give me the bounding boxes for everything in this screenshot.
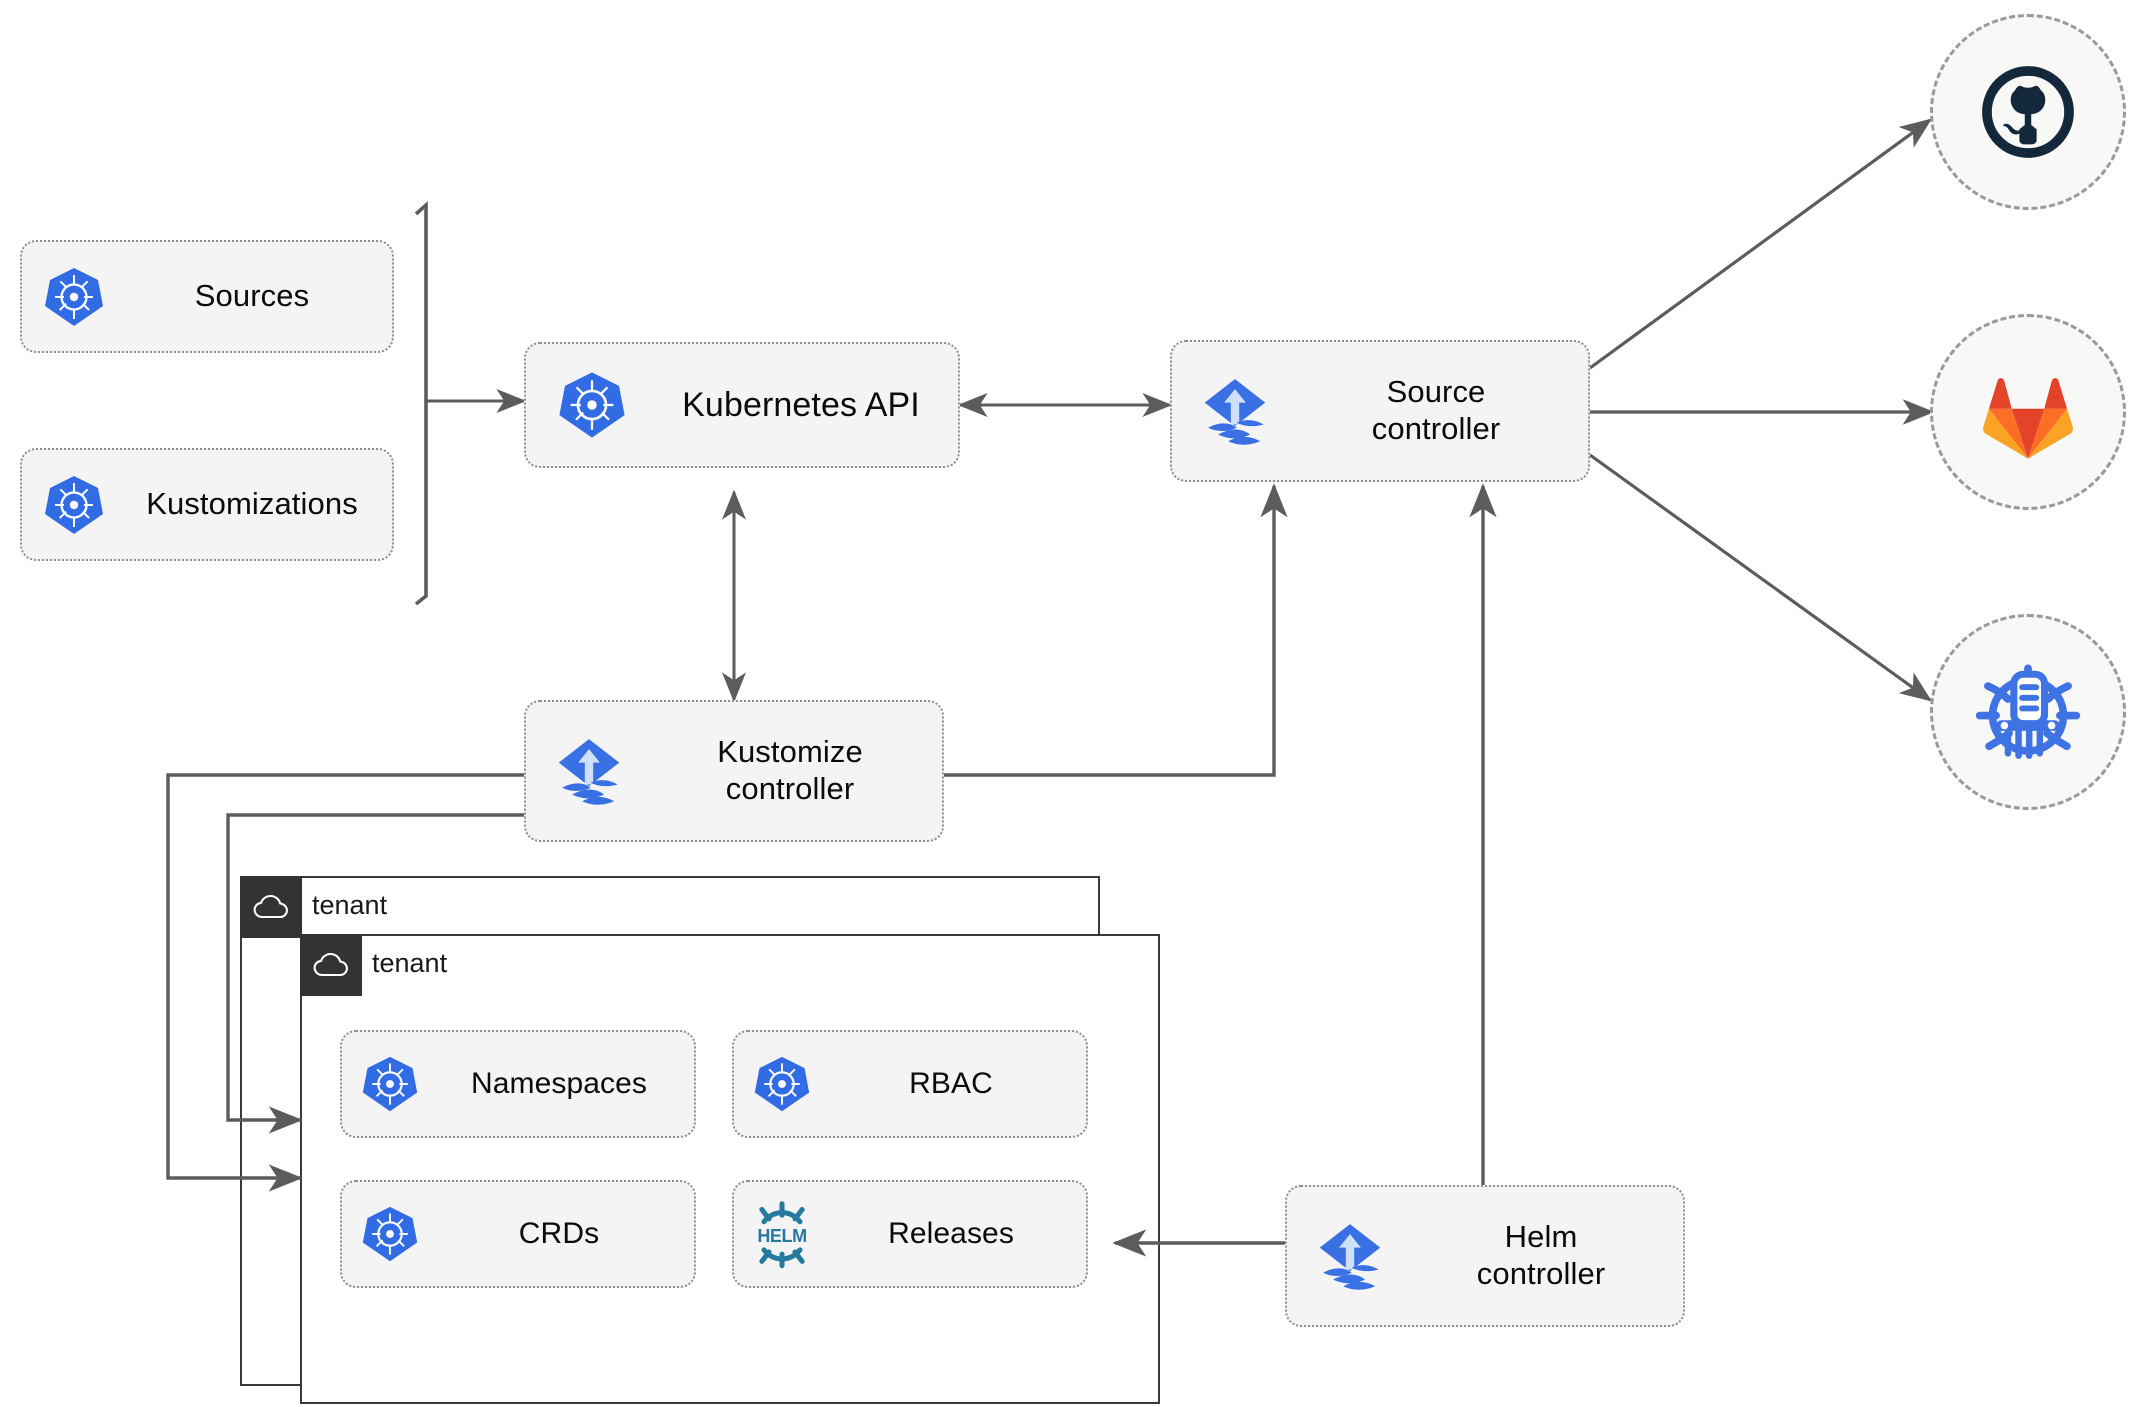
svg-text:HELM: HELM [757, 1226, 806, 1246]
node-label: Source controller [1371, 374, 1501, 446]
gitlab-icon [1983, 378, 2073, 459]
cloud-icon [300, 934, 362, 996]
node-label: Releases [888, 1217, 1014, 1251]
node-namespaces[interactable]: Namespaces [340, 1030, 696, 1138]
flux-icon [526, 729, 652, 813]
node-helm-controller[interactable]: Helm controller [1285, 1185, 1685, 1327]
flux-icon [1287, 1214, 1413, 1298]
tenant-label: tenant [372, 948, 448, 978]
node-kustomize-controller[interactable]: Kustomize controller [524, 700, 944, 842]
kubernetes-icon [734, 1054, 830, 1114]
node-rbac[interactable]: RBAC [732, 1030, 1088, 1138]
node-label: Namespaces [470, 1067, 648, 1101]
tenant-frame-inner: tenant [300, 934, 1160, 1404]
node-label: Helm controller [1476, 1219, 1606, 1291]
kubernetes-icon [342, 1054, 438, 1114]
node-label: Kustomizations [146, 486, 358, 522]
node-kubernetes-api[interactable]: Kubernetes API [524, 342, 960, 468]
helm-icon: HELM [734, 1198, 830, 1270]
node-label: Kubernetes API [682, 385, 920, 424]
kubernetes-icon [342, 1204, 438, 1264]
kubernetes-icon [526, 369, 658, 441]
node-label: CRDs [518, 1217, 600, 1251]
node-releases[interactable]: HELM Releases [732, 1180, 1088, 1288]
tenant-label: tenant [312, 890, 388, 920]
provider-helm-chart-repository[interactable] [1930, 614, 2126, 810]
provider-gitlab[interactable] [1930, 314, 2126, 510]
helm-chart-repository-icon [1975, 664, 2081, 759]
provider-github[interactable] [1930, 14, 2126, 210]
node-label: Sources [194, 278, 310, 314]
kubernetes-icon [22, 265, 126, 329]
kubernetes-icon [22, 473, 126, 537]
node-kustomizations[interactable]: Kustomizations [20, 448, 394, 561]
flux-icon [1172, 369, 1298, 453]
node-label: RBAC [909, 1067, 993, 1101]
node-sources[interactable]: Sources [20, 240, 394, 353]
node-crds[interactable]: CRDs [340, 1180, 696, 1288]
node-label: Kustomize controller [717, 734, 863, 806]
github-icon [1982, 66, 2074, 158]
cloud-icon [240, 876, 302, 938]
node-source-controller[interactable]: Source controller [1170, 340, 1590, 482]
